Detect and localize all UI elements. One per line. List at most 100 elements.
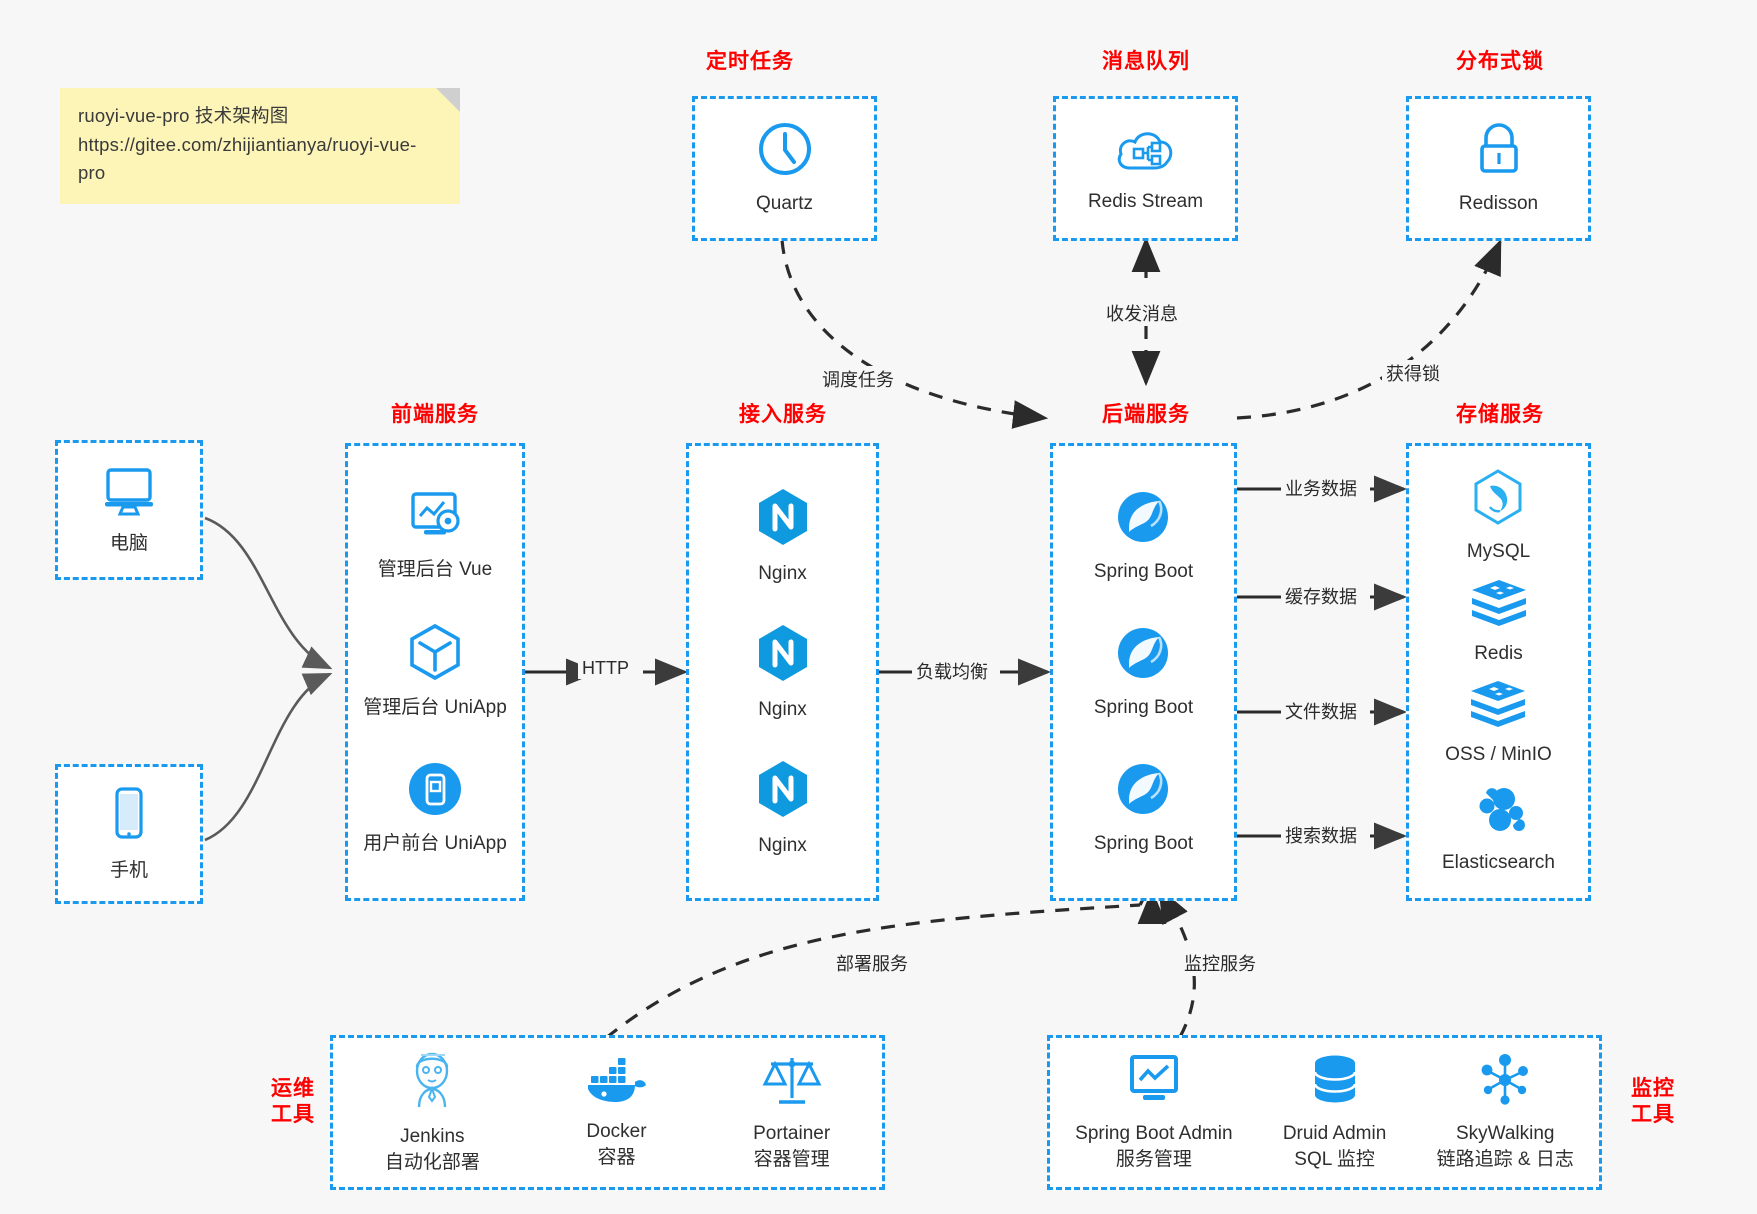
node-title: Docker [586, 1121, 647, 1143]
monitor-chart-icon [1124, 1052, 1184, 1113]
node-redisson[interactable]: Redisson [1459, 120, 1538, 217]
node-label: SkyWalking 链路追踪 & 日志 [1437, 1121, 1574, 1172]
node-label: Elasticsearch [1442, 851, 1555, 873]
node-title: Druid Admin [1282, 1123, 1387, 1145]
group-box-monitoring: Spring Boot Admin 服务管理 Druid Admin SQL 监… [1047, 1035, 1602, 1190]
node-spring-boot-admin[interactable]: Spring Boot Admin 服务管理 [1075, 1052, 1233, 1172]
node-title: Portainer [753, 1123, 831, 1145]
group-title-message-queue: 消息队列 [1102, 50, 1190, 73]
group-box-client-desktop: 电脑 [55, 440, 203, 580]
node-admin-uniapp[interactable]: 管理后台 UniApp [363, 622, 507, 721]
node-quartz[interactable]: Quartz [756, 120, 814, 217]
node-jenkins[interactable]: Jenkins 自动化部署 [385, 1049, 480, 1175]
edge-label-cache-data: 缓存数据 [1281, 583, 1361, 609]
node-label: Nginx [758, 834, 807, 856]
group-box-message-queue: Redis Stream [1053, 96, 1238, 241]
node-desktop[interactable]: 电脑 [100, 464, 158, 557]
node-oss-minio[interactable]: OSS / MinIO [1445, 679, 1552, 768]
note-line-1: ruoyi-vue-pro 技术架构图 [78, 105, 289, 126]
node-nginx-1[interactable]: Nginx [754, 486, 812, 587]
node-subtitle: 容器管理 [753, 1149, 830, 1170]
node-label: 用户前台 UniApp [363, 832, 507, 854]
node-label: Spring Boot [1093, 560, 1194, 582]
oss-icon [1467, 679, 1529, 734]
node-admin-vue[interactable]: 管理后台 Vue [378, 488, 492, 583]
devops-title-line-1: 运维 [271, 1077, 315, 1100]
node-subtitle: SQL 监控 [1294, 1149, 1375, 1170]
group-title-storage: 存储服务 [1456, 403, 1544, 426]
edge-label-search-data: 搜索数据 [1281, 822, 1361, 848]
spring-icon [1114, 760, 1172, 823]
node-label: Nginx [758, 698, 807, 720]
node-redis-stream[interactable]: Redis Stream [1088, 122, 1203, 215]
group-box-scheduled-task: Quartz [692, 96, 877, 241]
group-box-storage: MySQL Redis OSS [1406, 443, 1591, 901]
group-box-client-phone: 手机 [55, 764, 203, 904]
node-portainer[interactable]: Portainer 容器管理 [753, 1052, 830, 1172]
node-spring-boot-1[interactable]: Spring Boot [1094, 488, 1193, 585]
docker-icon [583, 1054, 649, 1111]
note-fold-corner [436, 88, 460, 112]
node-druid-admin[interactable]: Druid Admin SQL 监控 [1283, 1052, 1387, 1172]
group-title-frontend: 前端服务 [391, 403, 479, 426]
node-label: Redis Stream [1087, 191, 1204, 213]
phone-icon [108, 785, 150, 850]
node-title: Jenkins [400, 1126, 465, 1148]
node-phone[interactable]: 手机 [108, 785, 150, 884]
edge-label-acquire-lock: 获得锁 [1382, 360, 1444, 386]
node-elasticsearch[interactable]: Elasticsearch [1442, 781, 1555, 876]
node-skywalking[interactable]: SkyWalking 链路追踪 & 日志 [1437, 1052, 1574, 1172]
node-label: Redisson [1458, 193, 1539, 215]
edge-label-business-data: 业务数据 [1281, 475, 1361, 501]
node-label: Docker 容器 [586, 1119, 646, 1170]
nodes-network-icon [1476, 1052, 1534, 1113]
group-box-frontend: 管理后台 Vue 管理后台 UniApp 用户前台 UniApp [345, 443, 525, 901]
node-spring-boot-2[interactable]: Spring Boot [1094, 624, 1193, 721]
monitoring-title-line-2: 工具 [1631, 1103, 1675, 1127]
edge-label-schedule-task: 调度任务 [818, 366, 898, 392]
node-spring-boot-3[interactable]: Spring Boot [1094, 760, 1193, 857]
desktop-icon [100, 464, 158, 523]
node-label: MySQL [1466, 541, 1531, 563]
edge-label-file-data: 文件数据 [1281, 698, 1361, 724]
node-label: Redis [1474, 642, 1523, 664]
elasticsearch-icon [1470, 781, 1528, 842]
node-title: SkyWalking [1455, 1123, 1555, 1145]
node-subtitle: 链路追踪 & 日志 [1436, 1149, 1574, 1170]
note-line-2: https://gitee.com/zhijiantianya/ruoyi-vu… [78, 133, 417, 184]
node-label: Spring Boot [1093, 832, 1194, 854]
node-label: Nginx [758, 562, 807, 584]
node-subtitle: 自动化部署 [384, 1152, 480, 1173]
node-docker[interactable]: Docker 容器 [583, 1054, 649, 1170]
nginx-icon [754, 758, 812, 825]
group-title-distributed-lock: 分布式锁 [1456, 50, 1544, 73]
node-nginx-2[interactable]: Nginx [754, 622, 812, 723]
node-label: 手机 [109, 859, 148, 881]
cloud-stream-icon [1114, 122, 1176, 181]
monitoring-title-line-1: 监控 [1631, 1077, 1675, 1100]
redis-icon [1468, 578, 1530, 633]
jenkins-icon [401, 1049, 463, 1116]
clock-icon [756, 120, 814, 183]
node-subtitle: 容器 [597, 1147, 636, 1168]
node-user-uniapp[interactable]: 用户前台 UniApp [363, 760, 507, 857]
group-title-gateway: 接入服务 [739, 403, 827, 426]
node-mysql[interactable]: MySQL [1467, 468, 1530, 565]
node-nginx-3[interactable]: Nginx [754, 758, 812, 859]
group-box-distributed-lock: Redisson [1406, 96, 1591, 241]
node-label: 电脑 [109, 532, 148, 554]
edge-label-monitor-service: 监控服务 [1180, 950, 1260, 976]
group-box-gateway: Nginx Nginx Nginx [686, 443, 879, 901]
nginx-icon [754, 486, 812, 553]
node-label: Druid Admin SQL 监控 [1283, 1121, 1387, 1172]
node-redis[interactable]: Redis [1468, 578, 1530, 667]
spring-icon [1114, 488, 1172, 551]
node-label: Spring Boot Admin 服务管理 [1075, 1121, 1232, 1172]
node-label: Spring Boot [1093, 696, 1194, 718]
edge-label-load-balance: 负载均衡 [912, 658, 992, 684]
edge-label-deploy-service: 部署服务 [832, 950, 912, 976]
mysql-icon [1470, 468, 1526, 531]
node-subtitle: 服务管理 [1115, 1149, 1192, 1170]
note-card: ruoyi-vue-pro 技术架构图 https://gitee.com/zh… [60, 88, 460, 205]
